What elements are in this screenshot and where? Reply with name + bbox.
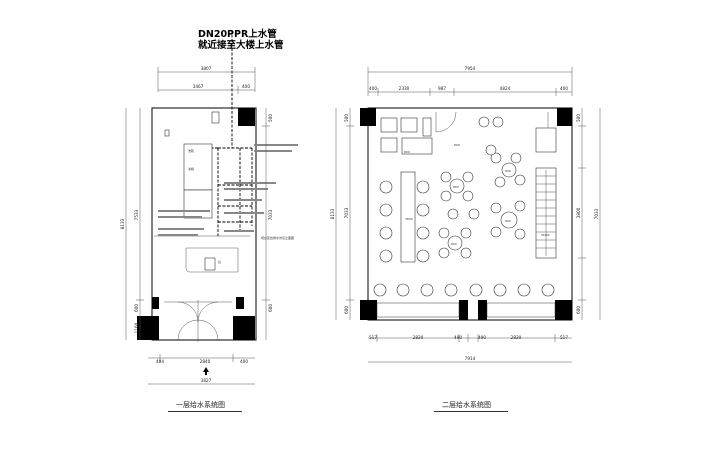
plan2-bottom-dimensions: 517 2820 490 490 2820 517 7914 xyxy=(368,334,572,363)
svg-text:800: 800 xyxy=(454,143,460,147)
plan2-right-dimensions: 500 3800 7033 600 xyxy=(576,108,601,320)
dim-right-1: 500 xyxy=(268,114,273,122)
svg-text:洗碗: 洗碗 xyxy=(188,148,194,153)
plan1-fixture-notes: 吧台区给排水详见立面图 xyxy=(158,144,298,240)
dim-top-total: 3807 xyxy=(201,66,212,71)
dim-left-2: 7033 xyxy=(344,207,349,218)
dim-bottom-5: 2820 xyxy=(511,335,522,340)
plan2-fixtures xyxy=(380,111,557,155)
plan-1-first-floor: 3807 3467 400 洗 xyxy=(120,30,298,385)
dim-bottom-4: 490 xyxy=(478,335,486,340)
dim-top-2: 2330 xyxy=(399,86,410,91)
plan1-bottom-dimensions: 404 2840 400 3827 xyxy=(148,354,255,385)
dim-left-total: 8133 xyxy=(330,208,335,219)
svg-text:800: 800 xyxy=(404,150,410,154)
svg-text:800: 800 xyxy=(505,169,511,173)
column xyxy=(233,316,255,340)
dim-left-3: 600 xyxy=(344,306,349,314)
dim-left-1: 500 xyxy=(344,114,349,122)
plan2-left-dimensions: 500 7033 600 8133 xyxy=(330,108,354,320)
plan2-caption: 二层给水系统图 xyxy=(442,401,491,409)
column xyxy=(137,316,159,340)
dim-top-5: 400 xyxy=(560,86,568,91)
dim-top-2: 400 xyxy=(242,84,250,89)
plan2-stair: STAIR xyxy=(535,167,557,259)
svg-text:冰箱: 冰箱 xyxy=(188,166,194,171)
dim-bottom-1: 404 xyxy=(156,359,164,364)
dim-bottom-total: 7914 xyxy=(465,356,476,361)
plan1-top-dimensions: 3807 3467 400 xyxy=(157,66,256,94)
column xyxy=(152,297,159,309)
plan1-caption: 一层给水系统图 xyxy=(176,401,225,409)
plan1-walls xyxy=(137,107,257,341)
dim-right-3: 7033 xyxy=(594,208,599,219)
column xyxy=(236,297,244,309)
dim-top-3: 987 xyxy=(438,86,446,91)
dim-left-3: 1160 xyxy=(134,322,139,333)
plan2-top-dimensions: 7954 400 2330 987 4824 400 xyxy=(367,66,573,96)
plan2-front-stools xyxy=(373,283,555,297)
stair-label: STAIR xyxy=(541,233,550,237)
dim-bottom-1: 517 xyxy=(369,335,377,340)
dim-left-2: 600 xyxy=(134,304,139,312)
dim-top-4: 4824 xyxy=(500,86,511,91)
plan1-left-dimensions: 7533 600 1160 8133 xyxy=(120,108,144,340)
plan2-round-tables: 800 800 800 800 800 800 xyxy=(404,116,526,259)
dim-left-total: 8133 xyxy=(120,218,125,229)
dim-top-total: 7954 xyxy=(465,66,476,71)
column xyxy=(360,108,376,126)
column xyxy=(557,108,572,126)
dim-top-1: 3467 xyxy=(193,84,204,89)
dim-left-1: 7533 xyxy=(134,209,139,220)
plan1-entrance-door xyxy=(164,300,232,342)
dim-bottom-3: 400 xyxy=(240,359,248,364)
supply-pipe-note-line2: 就近接至大楼上水管 xyxy=(198,40,284,51)
entrance-arrow-icon xyxy=(203,367,209,372)
plan1-caption-underline xyxy=(168,411,242,412)
column xyxy=(555,300,572,320)
table-label: 3800 xyxy=(405,217,413,221)
svg-text:800: 800 xyxy=(453,185,459,189)
supply-pipe-note-line1: DN20PPR上水管 xyxy=(198,29,277,40)
svg-text:台: 台 xyxy=(218,259,221,264)
svg-text:800: 800 xyxy=(505,219,511,223)
dim-bottom-total: 3827 xyxy=(201,378,212,383)
dim-top-1: 400 xyxy=(369,86,377,91)
column xyxy=(238,108,255,126)
plan1-water-pipes xyxy=(212,30,253,236)
supply-pipe-annotation: DN20PPR上水管 就近接至大楼上水管 xyxy=(198,29,284,51)
column xyxy=(360,300,377,320)
svg-text:800: 800 xyxy=(451,242,457,246)
plan2-walls xyxy=(360,107,573,321)
bar-area-note: 吧台区给排水详见立面图 xyxy=(261,235,294,240)
column xyxy=(459,300,468,320)
dim-right-3: 600 xyxy=(268,304,273,312)
dim-right-2: 7033 xyxy=(268,209,273,220)
plan1-right-dimensions: 500 7033 600 xyxy=(262,108,273,340)
dim-bottom-2: 2820 xyxy=(413,335,424,340)
plan1-interior: 洗碗 冰箱 台 xyxy=(154,111,250,273)
dim-bottom-6: 517 xyxy=(560,335,568,340)
dim-bottom-2: 2840 xyxy=(200,359,211,364)
dim-right-4: 600 xyxy=(576,306,581,314)
column xyxy=(478,300,487,320)
plan2-caption-underline xyxy=(434,411,508,412)
dim-right-2: 3800 xyxy=(576,207,581,218)
plan2-long-table: 3800 xyxy=(379,171,430,263)
dim-bottom-3: 490 xyxy=(454,335,462,340)
plan-2-second-floor: 7954 400 2330 987 4824 400 xyxy=(330,66,601,363)
dim-right-1: 500 xyxy=(576,114,581,122)
